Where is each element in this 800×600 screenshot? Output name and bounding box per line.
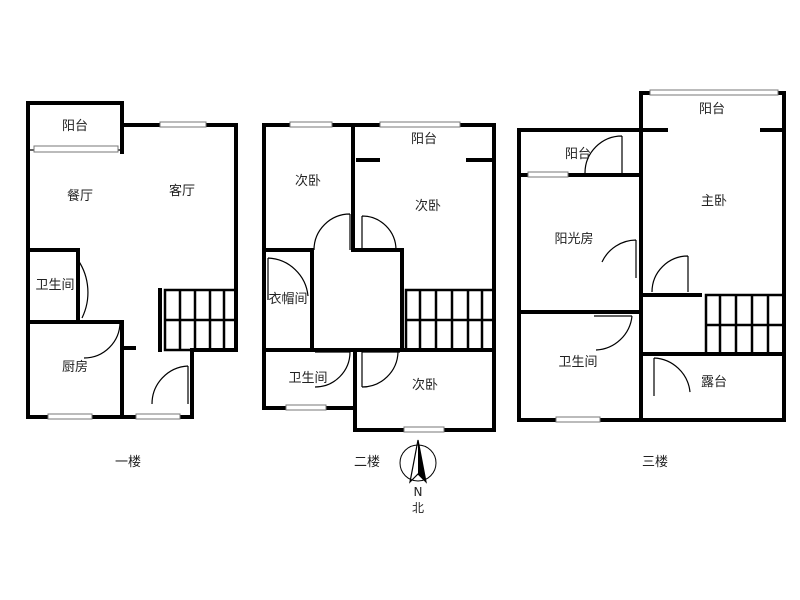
f3-terrace-label: 露台 <box>701 375 727 390</box>
f1-bath-label: 卫生间 <box>35 278 74 293</box>
f3-floor-label: 三楼 <box>642 455 668 470</box>
f1-balcony-label: 阳台 <box>62 119 88 134</box>
f1-living-label: 客厅 <box>169 183 195 199</box>
floor-3-doors <box>584 135 691 396</box>
f2-floor-label: 二楼 <box>354 455 380 470</box>
floor-1-doors <box>77 259 189 405</box>
floor-3: 阳台 阳台 主卧 阳光房 卫生间 露台 三楼 <box>517 89 786 470</box>
f2-bed-nw-label: 次卧 <box>295 173 321 189</box>
floor-1: 阳台 餐厅 客厅 卫生间 厨房 一楼 <box>26 101 238 470</box>
f2-bed-s-label: 次卧 <box>412 377 438 393</box>
compass-n-letter: N <box>414 485 423 499</box>
f2-closet-label: 衣帽间 <box>268 291 307 307</box>
floor-1-stairs <box>163 288 238 352</box>
floor-3-walls <box>517 91 786 422</box>
f2-balcony-label: 阳台 <box>411 132 437 147</box>
f3-bath-label: 卫生间 <box>558 355 597 370</box>
floor-1-windows <box>33 121 207 420</box>
f3-sunroom-label: 阳光房 <box>554 231 593 247</box>
floor-2-windows <box>285 121 461 433</box>
floor-3-stairs <box>704 293 786 356</box>
f1-floor-label: 一楼 <box>115 455 141 470</box>
floor-2-walls <box>262 123 496 432</box>
f2-bath-label: 卫生间 <box>288 371 327 386</box>
compass-north-label: 北 <box>412 501 424 515</box>
floor-3-windows <box>527 89 779 423</box>
floor-2-doors <box>267 213 400 388</box>
f3-master-label: 主卧 <box>701 194 727 209</box>
compass-icon <box>399 439 437 484</box>
f3-balcony-small-label: 阳台 <box>565 147 591 162</box>
floor-2-stairs <box>404 288 496 352</box>
f2-bed-ne-label: 次卧 <box>415 198 441 214</box>
f1-kitchen-label: 厨房 <box>62 359 88 375</box>
f1-dining-label: 餐厅 <box>67 188 93 204</box>
floor-2: 次卧 阳台 次卧 衣帽间 卫生间 次卧 二楼 N 北 <box>262 121 496 515</box>
f3-balcony-top-label: 阳台 <box>699 102 725 117</box>
